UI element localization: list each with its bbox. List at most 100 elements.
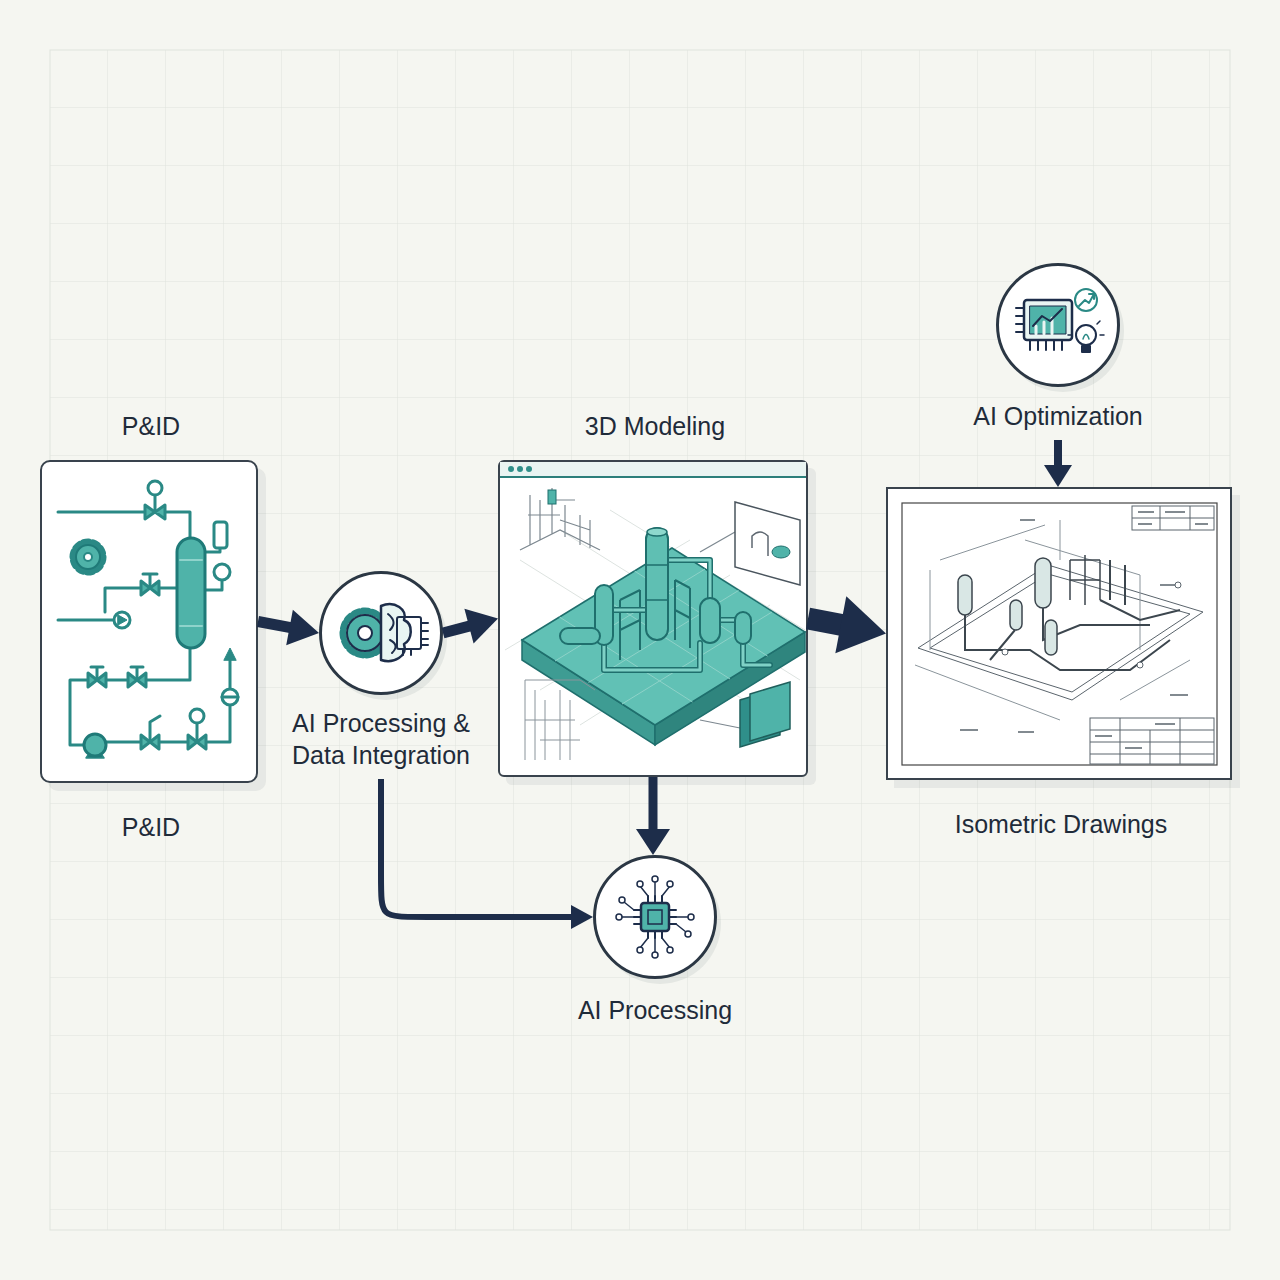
pid-schematic-part (73, 542, 103, 572)
pid-schematic-part (148, 481, 162, 495)
plant-model-part (700, 598, 720, 643)
isometric-drawing-part (930, 574, 1190, 692)
pid-schematic-part (76, 545, 100, 569)
isometric-sheet-box: Isometric Drawings (886, 487, 1232, 780)
isometric-drawing-part (1132, 506, 1214, 530)
isometric-drawing-part (1035, 558, 1051, 608)
plant-model-part (750, 682, 790, 741)
plant-model-part (500, 462, 806, 476)
optimization-icon-part (1081, 345, 1091, 353)
optimization-icon-part (1036, 318, 1052, 334)
plant-model-part (647, 528, 667, 536)
brain-gear-icon-part (358, 626, 372, 640)
chip-icon-part (637, 881, 643, 887)
plant-model-part (620, 580, 690, 660)
plant-model-part (500, 476, 806, 478)
chip-icon-part (667, 947, 673, 953)
flow-arrow (258, 622, 301, 630)
pid-schematic-part (141, 735, 159, 749)
plant-model (500, 462, 806, 760)
plant-model-part (520, 488, 600, 550)
isometric-drawing-part (1090, 718, 1214, 764)
optimization-icon-part (1068, 321, 1104, 335)
isometric-drawing-part (915, 520, 1190, 720)
plant-model-part (526, 466, 532, 472)
pid-schematic-part (84, 553, 92, 561)
chip-icon-part (616, 914, 622, 920)
pid-schematic-part (205, 580, 222, 590)
pid-schematic-part (143, 574, 157, 588)
brain-gear-icon-part (347, 615, 383, 651)
optimization-icon-part (1083, 335, 1089, 340)
flow-arrow (443, 623, 481, 633)
pid-schematic-part (145, 505, 165, 519)
chip-icon-part (667, 881, 673, 887)
pid-schematic-part (84, 734, 106, 756)
brain-gear-icon-part (381, 606, 396, 660)
plant-model-part (505, 510, 805, 725)
pid-schematic-part (222, 696, 238, 699)
pid-schematic-part (177, 538, 205, 648)
plant-model-part (752, 532, 768, 556)
chip-icon-part (652, 952, 658, 958)
optimization-icon-part (1079, 294, 1094, 306)
node-label: 3D Modeling (500, 410, 810, 442)
pid-schematic-part (91, 667, 103, 680)
plant-model-part (772, 546, 790, 558)
pid-schematic-part (118, 615, 127, 625)
isometric-drawing-part (902, 503, 1217, 765)
optimization-icon-part (1024, 300, 1072, 340)
node-label: Isometric Drawings (888, 808, 1234, 840)
isometric-drawing-part (1137, 662, 1143, 668)
optimization-icon-part (1030, 306, 1066, 334)
circle-outline (593, 855, 717, 979)
modeling-window: 3D Modeling (498, 460, 808, 777)
pid-schematic-part (190, 709, 204, 723)
plant-model-part (508, 466, 514, 472)
plant-model-part (735, 502, 800, 585)
pid-schematic-part (128, 673, 146, 687)
isometric-drawing-part (1010, 600, 1022, 630)
plant-model-part (655, 632, 805, 745)
isometric-drawing-part (1002, 649, 1008, 655)
brain-gear-icon-part (343, 611, 387, 655)
flow-arrow (649, 777, 658, 839)
pid-schematic-part (114, 612, 130, 628)
plant-model-part (522, 640, 655, 745)
isometric-drawing-part (958, 575, 972, 615)
plant-model-part (646, 528, 668, 640)
pid-schematic-part (180, 560, 202, 626)
pid-schematic-part (141, 581, 159, 595)
isometric-drawing-part (1070, 555, 1100, 605)
plant-model-part (740, 688, 780, 747)
node-label: AI Processing & Data Integration (271, 707, 491, 771)
pid-schematic-part (214, 522, 227, 548)
chip-icon-part (688, 914, 694, 920)
pid-schematic (58, 481, 238, 758)
node-label: P&ID (22, 410, 280, 442)
flow-arrow (381, 779, 580, 917)
node-caption: P&ID (22, 811, 280, 843)
plant-model-part (517, 466, 523, 472)
flow-arrow (808, 619, 859, 629)
circle-shape (595, 857, 716, 978)
pid-box: P&IDP&ID (40, 460, 258, 783)
circle-outline (319, 571, 443, 695)
plant-model-part (570, 560, 770, 670)
pid-schematic-part (196, 723, 199, 742)
plant-model-part (735, 612, 751, 644)
circle-shape (998, 265, 1119, 386)
chip-icon-part (652, 876, 658, 882)
isometric-drawing-part (1095, 724, 1175, 748)
isometric-drawing-part (1045, 620, 1057, 655)
pid-schematic-part (188, 735, 206, 749)
plant-model-part (560, 628, 600, 644)
pid-schematic-part (86, 752, 104, 758)
chip-icon (616, 876, 694, 958)
plant-model-part (700, 720, 740, 728)
isometric-drawing-part (1090, 718, 1214, 764)
plant-model-part (700, 532, 735, 552)
